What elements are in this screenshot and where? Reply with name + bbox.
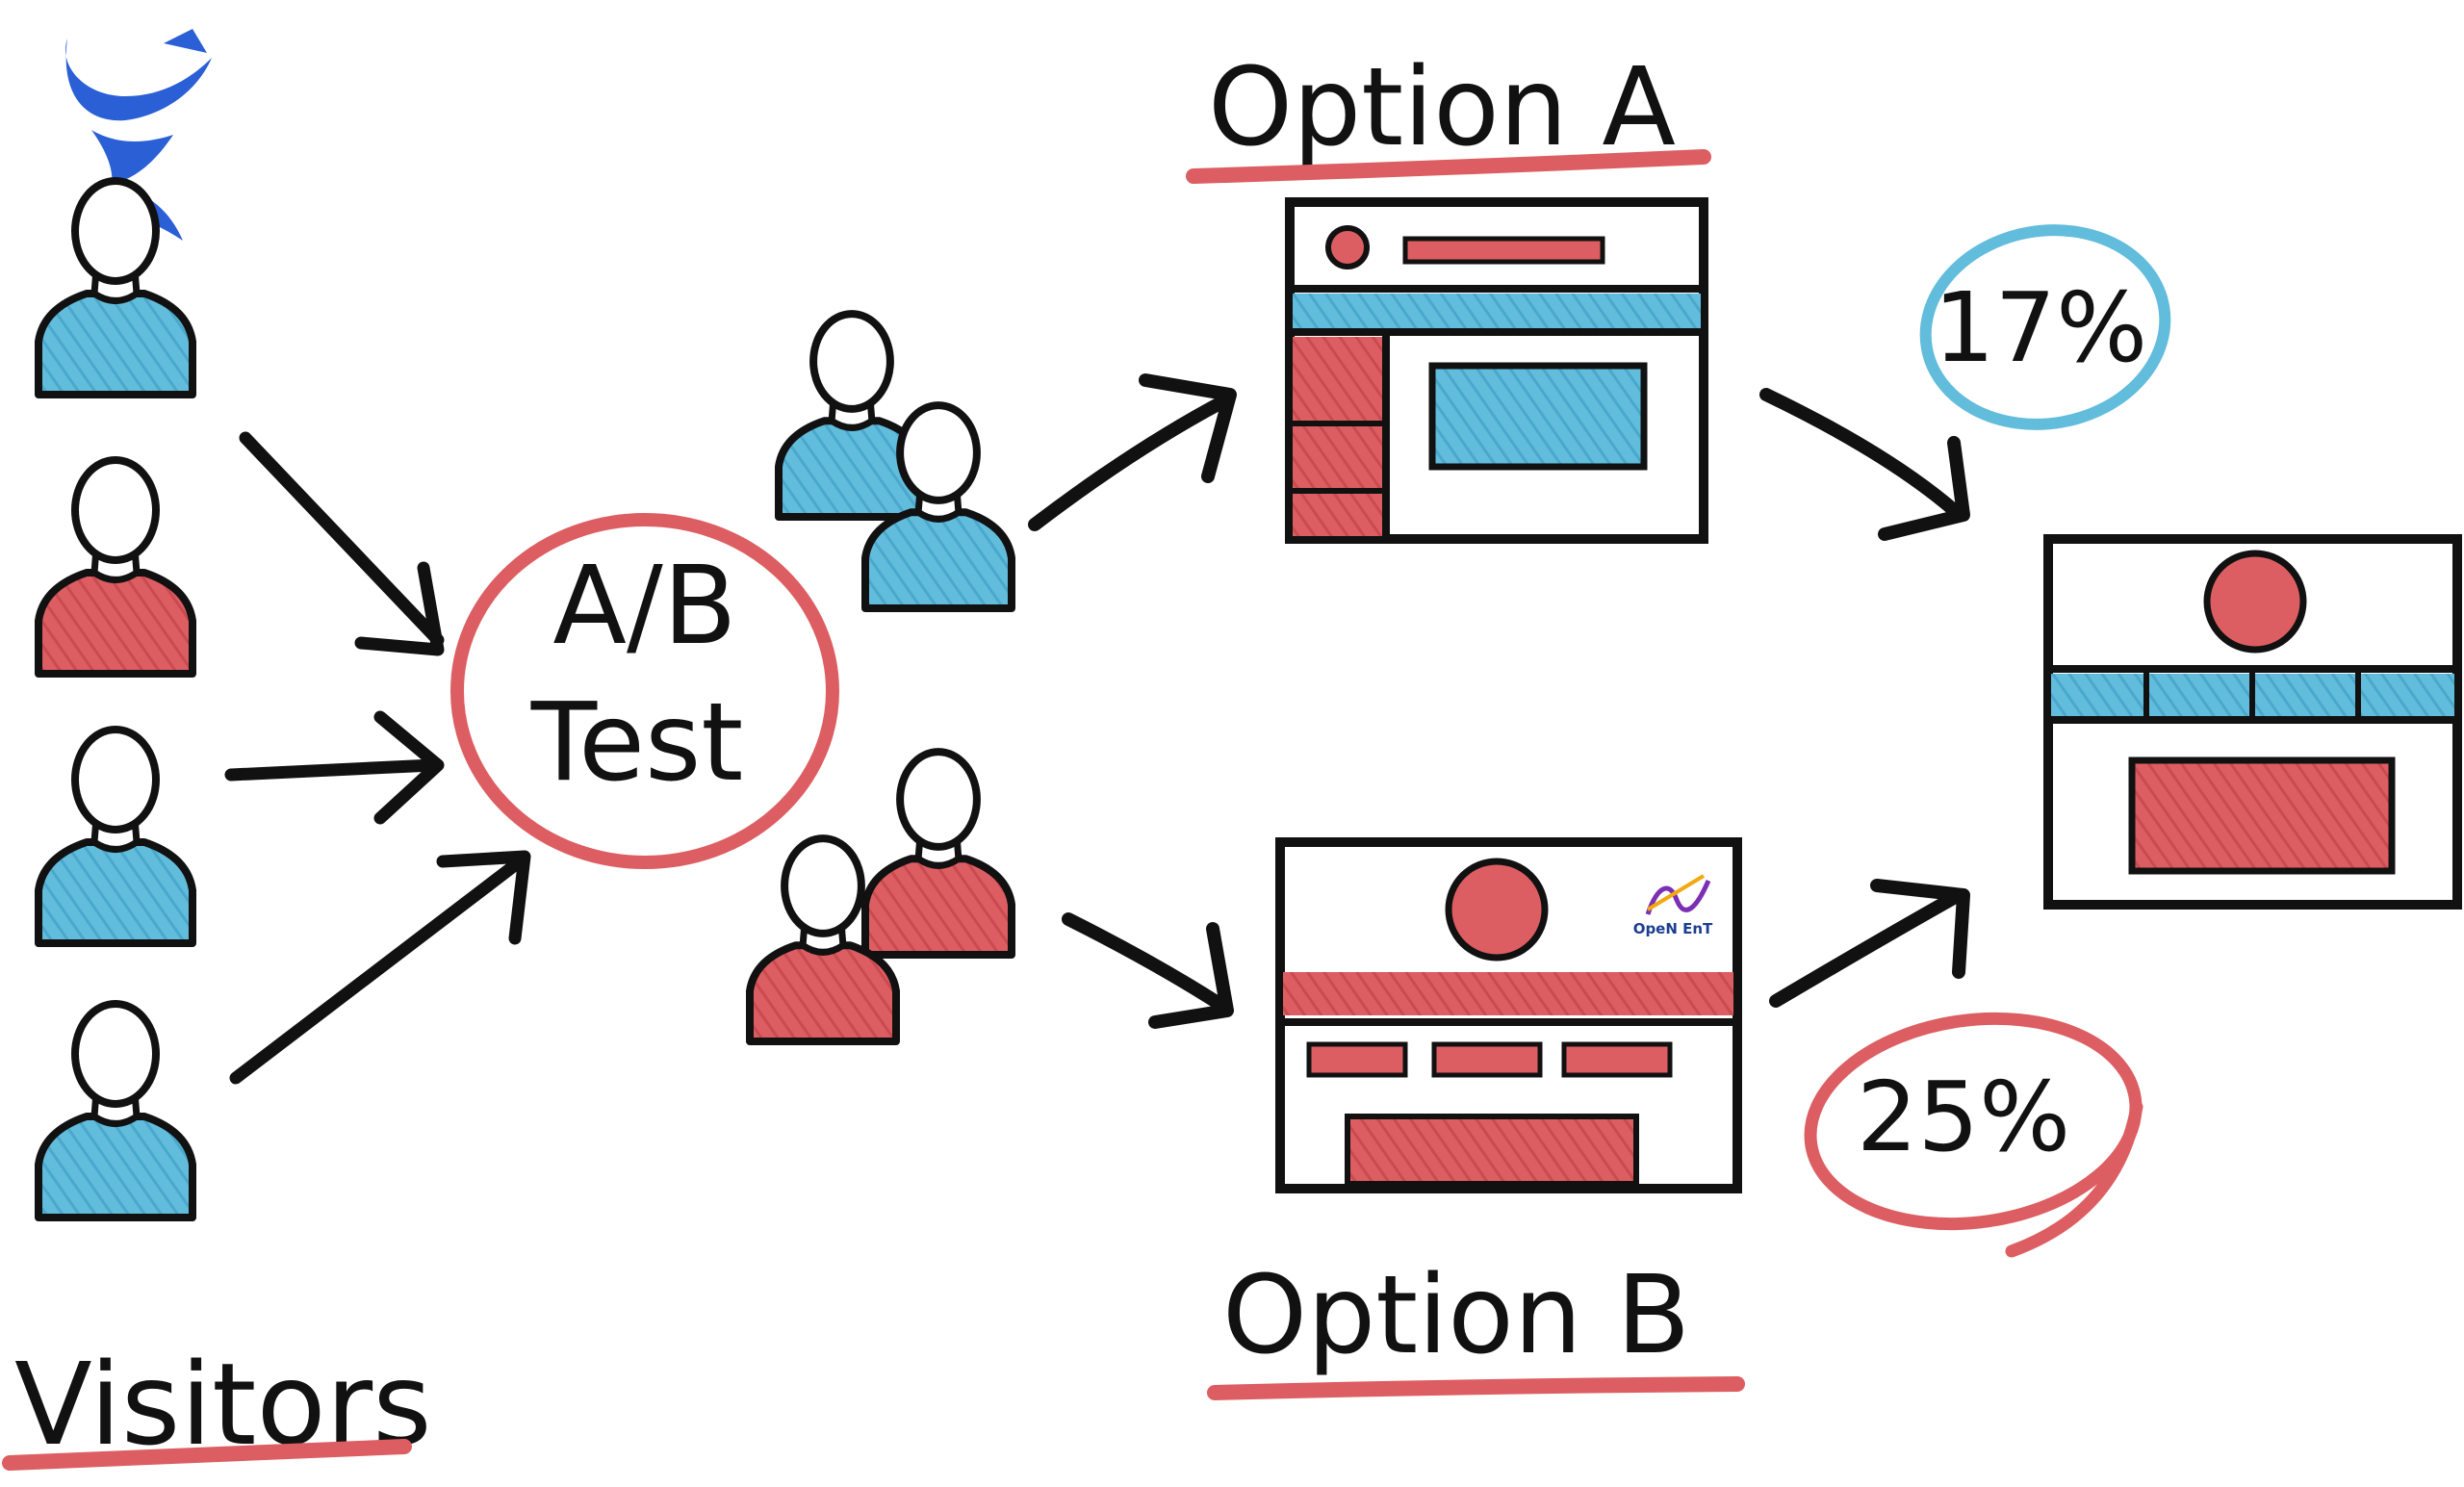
option-b-menu-1 bbox=[1306, 1041, 1408, 1078]
option-b-banner bbox=[1283, 972, 1733, 1015]
option-b-menu-3 bbox=[1561, 1041, 1673, 1078]
watermark-logo: OpeN EnT bbox=[1633, 874, 1713, 937]
visitor-2 bbox=[35, 456, 196, 678]
option-a-sidebar bbox=[1293, 337, 1384, 536]
arrow-group-a-head bbox=[1139, 373, 1237, 483]
head bbox=[71, 456, 160, 564]
head bbox=[71, 177, 160, 285]
rate-a-badge: 17% bbox=[1919, 224, 2171, 430]
rate-a-circle bbox=[1919, 224, 2171, 430]
shirt bbox=[861, 508, 1015, 612]
head bbox=[71, 726, 160, 833]
arrow-visitors-1 bbox=[239, 431, 445, 647]
group-arrows bbox=[1028, 373, 1237, 1029]
head bbox=[809, 310, 894, 413]
shirt bbox=[35, 569, 196, 678]
arrow-group-b-head bbox=[1148, 922, 1234, 1029]
visitors-column bbox=[35, 177, 196, 1221]
option-b-cta-button bbox=[1345, 1114, 1639, 1187]
arrow-option-b-result-head bbox=[1870, 879, 1970, 979]
watermark-graph-icon bbox=[1645, 880, 1711, 915]
rate-b-value: 25% bbox=[1857, 1061, 2070, 1173]
result-arrows bbox=[1759, 388, 1970, 1008]
option-b-underline bbox=[1207, 1376, 1745, 1400]
head bbox=[781, 834, 865, 937]
shirt bbox=[746, 941, 900, 1045]
group-b-person-2 bbox=[746, 834, 900, 1045]
arrow-visitors-3 bbox=[229, 855, 526, 1085]
brand-logo-icon bbox=[65, 29, 212, 241]
shirt bbox=[35, 1113, 196, 1221]
arrow-option-b-result bbox=[1769, 888, 1965, 1008]
ab-test-label-line2: Test bbox=[530, 680, 744, 806]
rate-b-circle bbox=[1804, 1012, 2143, 1231]
rate-b-badge: 25% bbox=[1804, 1012, 2143, 1258]
option-b-menu-2 bbox=[1431, 1041, 1543, 1078]
head bbox=[71, 1000, 160, 1108]
winning-hero-dot bbox=[2203, 550, 2307, 654]
visitor-4 bbox=[35, 1000, 196, 1221]
arrow-option-a-result-head bbox=[1878, 436, 1970, 541]
arrow-visitors-1-head bbox=[354, 561, 445, 656]
winning-cta-block bbox=[2128, 756, 2396, 875]
option-a-content-image bbox=[1428, 362, 1648, 471]
rate-a-value: 17% bbox=[1934, 271, 2147, 384]
arrow-group-a bbox=[1028, 393, 1234, 531]
arrow-option-a-result bbox=[1759, 388, 1961, 517]
option-a-logo-dot bbox=[1325, 225, 1370, 269]
visitor-1 bbox=[35, 177, 196, 398]
winning-page bbox=[2043, 534, 2462, 910]
shirt bbox=[35, 838, 196, 947]
group-a-person-1 bbox=[775, 310, 929, 521]
watermark-text: OpeN EnT bbox=[1633, 920, 1713, 937]
group-b-people bbox=[746, 748, 1015, 1045]
head bbox=[896, 401, 981, 504]
arrow-visitors-2-head bbox=[373, 710, 445, 825]
option-a-page bbox=[1285, 197, 1708, 544]
ab-test-node: A/B Test bbox=[450, 513, 839, 869]
option-b-hero-dot bbox=[1445, 858, 1549, 961]
arrow-visitors-3-head bbox=[436, 850, 531, 945]
option-b-title: Option B bbox=[1222, 1253, 1690, 1378]
shirt bbox=[861, 855, 1015, 959]
ab-test-circle bbox=[450, 513, 839, 869]
shirt bbox=[35, 290, 196, 398]
group-a-people bbox=[775, 310, 1015, 612]
ab-test-label-line1: A/B bbox=[552, 544, 736, 669]
group-b-person-1 bbox=[861, 748, 1015, 959]
arrow-visitors-2 bbox=[224, 758, 440, 782]
arrow-group-b bbox=[1062, 912, 1229, 1013]
visitor-arrows bbox=[224, 431, 531, 1085]
visitor-3 bbox=[35, 726, 196, 947]
option-a-underline bbox=[1186, 149, 1711, 184]
option-b-page: OpeN EnT bbox=[1275, 837, 1742, 1193]
option-a-nav-bar bbox=[1293, 294, 1701, 332]
option-a-title: Option A bbox=[1208, 45, 1676, 170]
group-a-person-2 bbox=[861, 401, 1015, 612]
head bbox=[896, 748, 981, 851]
option-a-header-bar bbox=[1402, 236, 1605, 265]
visitors-underline bbox=[2, 1439, 412, 1471]
